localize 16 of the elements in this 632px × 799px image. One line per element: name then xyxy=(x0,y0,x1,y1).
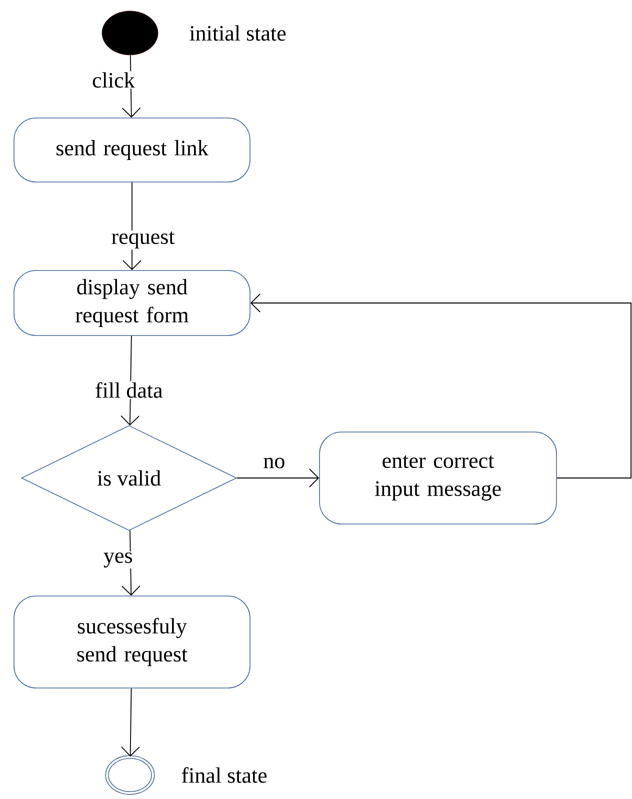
initial-state-dot xyxy=(102,10,158,56)
arrow xyxy=(250,294,632,478)
activity-box: enter correct input message xyxy=(319,432,557,524)
edge-label: click xyxy=(91,71,136,89)
state-label: final state xyxy=(182,767,267,783)
state-label: initial state xyxy=(190,25,286,41)
final-state-circle xyxy=(105,755,155,795)
edge-label: yes xyxy=(102,551,134,569)
edge-label: fill data xyxy=(94,381,164,399)
activity-box: send request link xyxy=(14,118,250,182)
edge-label: request xyxy=(110,230,176,250)
arrow xyxy=(236,468,320,488)
arrow xyxy=(120,688,140,757)
activity-box: sucessesfuly send request xyxy=(14,596,250,688)
activity-box: display send request form xyxy=(14,270,250,336)
edge-label: no xyxy=(262,456,286,470)
